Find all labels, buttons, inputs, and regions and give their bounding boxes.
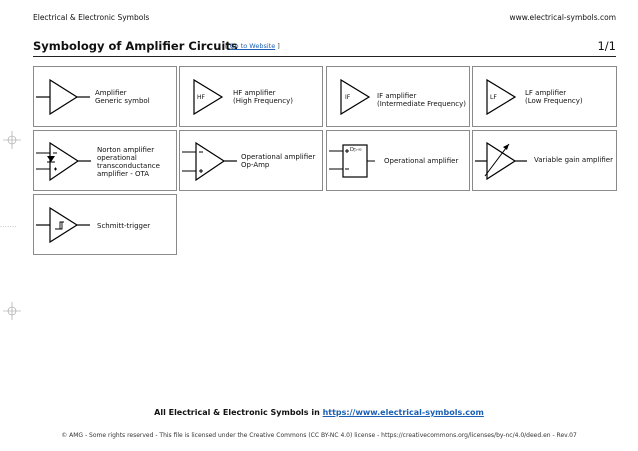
amplifier-generic-symbol-icon <box>36 78 90 116</box>
symbol-inner-text: IF <box>345 94 351 101</box>
footer-website-link[interactable]: https://www.electrical-symbols.com <box>322 408 484 417</box>
symbol-cell-lf-amplifier: LF LF amplifier (Low Frequency) <box>472 66 617 127</box>
operational-amplifier-symbol-icon <box>182 141 237 182</box>
fold-marker: ······· <box>0 224 17 231</box>
symbol-label: Variable gain amplifier <box>534 156 613 164</box>
symbol-label: Norton amplifier operational transconduc… <box>97 146 160 178</box>
footer-link-line: All Electrical & Electronic Symbols in h… <box>0 408 638 417</box>
symbol-cell-if-amplifier: IF IF amplifier (Intermediate Frequency) <box>326 66 470 127</box>
symbol-cell-amplifier: Amplifier Generic symbol <box>33 66 177 127</box>
title-row: Symbology of Amplifier Circuits [ Go to … <box>33 39 616 57</box>
hf-amplifier-symbol-icon <box>193 78 224 116</box>
license-text: © AMG - Some rights reserved - This file… <box>61 432 577 439</box>
symbol-cell-hf-amplifier: HF HF amplifier (High Frequency) <box>179 66 323 127</box>
go-to-website-link[interactable]: Go to Website <box>229 42 276 50</box>
symbol-cell-schmitt-trigger: Schmitt-trigger <box>33 194 177 255</box>
goto-bracket-close: ] <box>277 42 280 50</box>
if-amplifier-symbol-icon <box>340 78 371 116</box>
page-title: Symbology of Amplifier Circuits <box>33 39 238 53</box>
registration-mark-icon <box>3 302 21 320</box>
symbol-cell-op-amp-iec: D▷∞ Operational amplifier <box>326 130 470 191</box>
symbol-inner-text: D▷∞ <box>350 147 362 153</box>
symbol-label: Amplifier Generic symbol <box>95 89 150 105</box>
symbol-label: Schmitt-trigger <box>97 222 151 230</box>
symbol-inner-text: HF <box>197 94 205 101</box>
registration-mark-icon <box>3 131 21 149</box>
symbol-cell-op-amp: Operational amplifier Op-Amp <box>179 130 323 191</box>
lf-amplifier-symbol-icon <box>486 78 517 116</box>
variable-gain-amplifier-symbol-icon <box>475 141 527 181</box>
footer-prefix: All Electrical & Electronic Symbols in <box>154 408 323 417</box>
norton-amplifier-ota-symbol-icon <box>36 141 91 182</box>
symbol-label: IF amplifier (Intermediate Frequency) <box>377 92 467 108</box>
symbol-label: HF amplifier (High Frequency) <box>233 89 293 105</box>
symbol-label: LF amplifier (Low Frequency) <box>525 89 583 105</box>
operational-amplifier-iec-symbol-icon <box>329 144 375 178</box>
page-number: 1/1 <box>597 39 616 53</box>
goto-bracket-open: [ <box>225 42 228 50</box>
go-to-website: [ Go to Website ] <box>225 42 280 50</box>
header-site-name: Electrical & Electronic Symbols <box>33 13 150 22</box>
symbol-label: Operational amplifier Op-Amp <box>241 153 316 169</box>
title-divider <box>33 56 616 57</box>
symbol-cell-norton-amplifier: Norton amplifier operational transconduc… <box>33 130 177 191</box>
symbol-cell-variable-gain-amplifier: Variable gain amplifier <box>472 130 617 191</box>
symbol-inner-text: LF <box>490 94 497 101</box>
schmitt-trigger-symbol-icon <box>36 206 90 244</box>
symbol-label: Operational amplifier <box>384 157 459 165</box>
header-site-url[interactable]: www.electrical-symbols.com <box>509 13 616 22</box>
